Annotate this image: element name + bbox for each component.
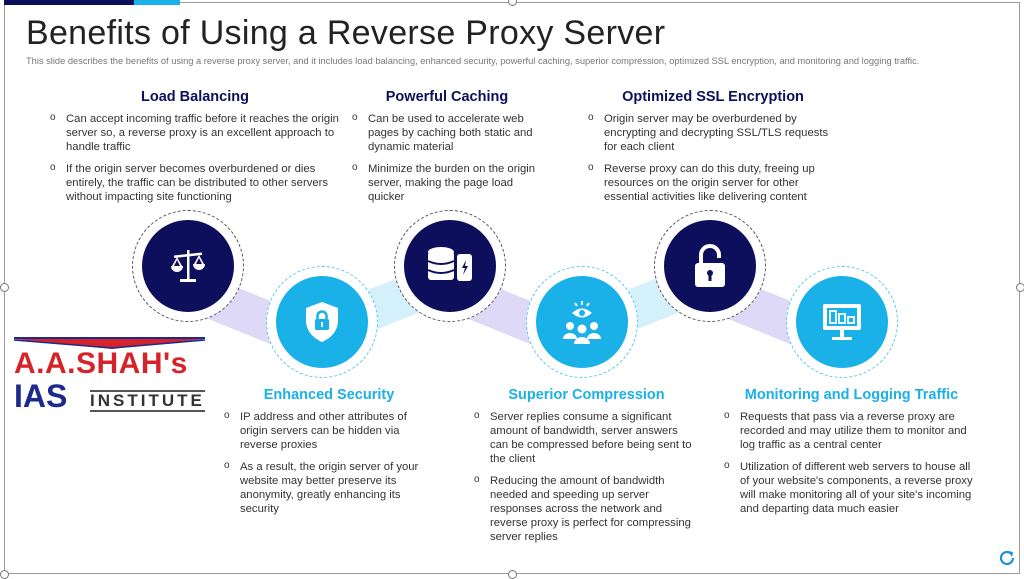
section-load-balancing: Load Balancing Can accept incoming traff… bbox=[50, 90, 340, 212]
section-title: Load Balancing bbox=[141, 89, 249, 105]
logo-text: INSTITUTE bbox=[90, 390, 205, 412]
section-title: Enhanced Security bbox=[263, 387, 395, 403]
section-title: Powerful Caching bbox=[385, 89, 509, 105]
shield-lock-icon bbox=[306, 302, 338, 342]
section-enhanced-security: Enhanced Security IP address and other a… bbox=[224, 388, 434, 524]
bullet: If the origin server becomes overburdene… bbox=[50, 161, 340, 204]
enhanced-security-circle bbox=[266, 266, 378, 378]
bullet: Minimize the burden on the origin server… bbox=[352, 161, 542, 204]
bullet: Can be used to accelerate web pages by c… bbox=[352, 111, 542, 154]
logo-text: A.A.SHAH's bbox=[14, 347, 188, 380]
monitoring-circle bbox=[786, 266, 898, 378]
ssl-encryption-circle bbox=[654, 210, 766, 322]
padlock-icon bbox=[695, 244, 725, 287]
resize-handle[interactable] bbox=[0, 283, 9, 292]
subtitle: This slide describes the benefits of usi… bbox=[26, 56, 920, 66]
accent-bar bbox=[4, 0, 134, 5]
resize-handle[interactable] bbox=[1016, 283, 1024, 292]
bullet: Reverse proxy can do this duty, freeing … bbox=[588, 161, 838, 204]
section-ssl-encryption: Optimized SSL Encryption Origin server m… bbox=[588, 90, 838, 212]
section-powerful-caching: Powerful Caching Can be used to accelera… bbox=[352, 90, 542, 212]
section-monitoring: Monitoring and Logging Traffic Requests … bbox=[724, 388, 979, 524]
superior-compression-circle bbox=[526, 266, 638, 378]
bullet: Requests that pass via a reverse proxy a… bbox=[724, 409, 979, 452]
section-title: Monitoring and Logging Traffic bbox=[744, 387, 959, 403]
section-title: Superior Compression bbox=[508, 387, 665, 403]
bullet: Can accept incoming traffic before it re… bbox=[50, 111, 340, 154]
bullet: Server replies consume a significant amo… bbox=[474, 409, 699, 466]
bullet: Reducing the amount of bandwidth needed … bbox=[474, 473, 699, 544]
bullet: Utilization of different web servers to … bbox=[724, 459, 979, 516]
accent-bar bbox=[134, 0, 180, 5]
eye-group-icon bbox=[563, 301, 601, 344]
scales-icon bbox=[171, 250, 205, 282]
section-title: Optimized SSL Encryption bbox=[622, 89, 804, 105]
section-superior-compression: Superior Compression Server replies cons… bbox=[474, 388, 699, 552]
bullet: IP address and other attributes of origi… bbox=[224, 409, 434, 452]
rotate-icon[interactable] bbox=[998, 548, 1018, 568]
bullet: As a result, the origin server of your w… bbox=[224, 459, 434, 516]
load-balancing-circle bbox=[132, 210, 244, 322]
bullet: Origin server may be overburdened by enc… bbox=[588, 111, 838, 154]
powerful-caching-circle bbox=[394, 210, 506, 322]
institute-logo: A.A.SHAH's IAS INSTITUTE bbox=[12, 336, 207, 412]
resize-handle[interactable] bbox=[508, 0, 517, 6]
page-title: Benefits of Using a Reverse Proxy Server bbox=[26, 14, 666, 52]
monitor-icon bbox=[823, 304, 861, 340]
database-icon bbox=[427, 247, 472, 281]
logo-text: IAS bbox=[14, 378, 68, 414]
